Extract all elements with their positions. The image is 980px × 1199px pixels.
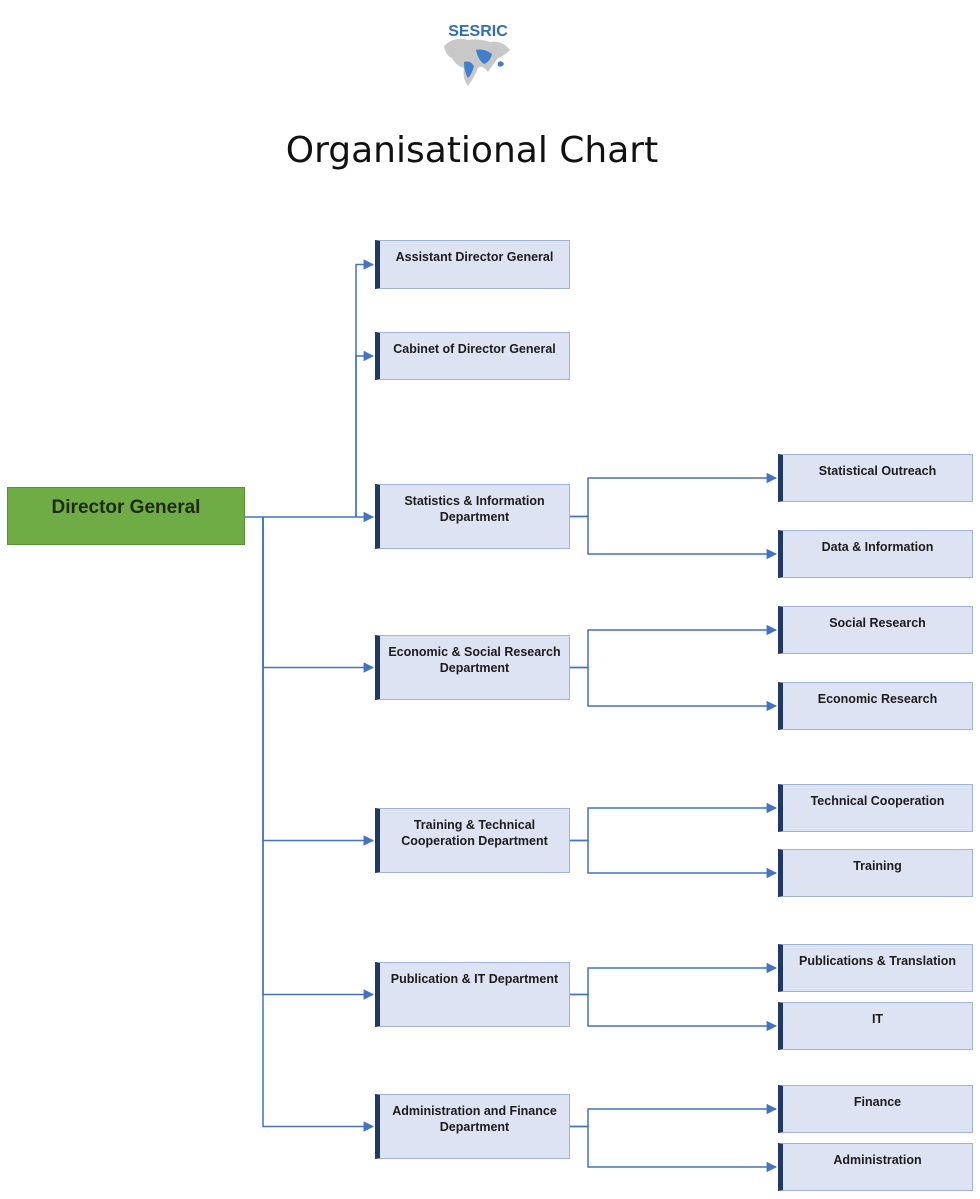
unit-economic-and-social-research-department[interactable]: Economic & Social Research Department xyxy=(375,635,570,700)
logo-text: SESRIC xyxy=(448,23,508,40)
connector-economic-research xyxy=(570,666,778,712)
sub-unit-statistical-outreach[interactable]: Statistical Outreach xyxy=(778,454,973,502)
chart-title: Organisational Chart xyxy=(285,130,659,171)
sub-unit-training[interactable]: Training xyxy=(778,849,973,897)
unit-economic-and-social-research-department-label: Economic & Social Research Department xyxy=(388,645,561,675)
unit-training-and-technical-cooperation-department-label: Training & Technical Cooperation Departm… xyxy=(401,818,548,848)
sub-unit-it-label: IT xyxy=(871,1012,884,1026)
sub-unit-it[interactable]: IT xyxy=(778,1002,973,1050)
connector-publications-and-translation xyxy=(570,962,778,996)
connector-training-and-technical-cooperation-department xyxy=(262,517,375,846)
sub-unit-publications-and-translation-label: Publications & Translation xyxy=(799,954,956,968)
sub-unit-finance-label: Finance xyxy=(853,1095,902,1109)
unit-publication-and-it-department[interactable]: Publication & IT Department xyxy=(375,962,570,1027)
sub-unit-training-label: Training xyxy=(853,859,902,873)
sub-unit-finance[interactable]: Finance xyxy=(778,1085,973,1133)
sesric-logo: SESRIC xyxy=(418,6,526,110)
unit-publication-and-it-department-label: Publication & IT Department xyxy=(390,972,559,986)
sub-unit-economic-research[interactable]: Economic Research xyxy=(778,682,973,730)
sub-unit-technical-cooperation[interactable]: Technical Cooperation xyxy=(778,784,973,832)
connector-economic-and-social-research-department xyxy=(262,517,375,673)
connector-social-research xyxy=(570,624,778,669)
connector-finance xyxy=(570,1103,778,1128)
connector-assistant-director-general xyxy=(355,259,375,517)
sub-unit-administration[interactable]: Administration xyxy=(778,1143,973,1191)
unit-cabinet-of-director-general[interactable]: Cabinet of Director General xyxy=(375,332,570,380)
sub-unit-publications-and-translation[interactable]: Publications & Translation xyxy=(778,944,973,992)
sub-unit-statistical-outreach-label: Statistical Outreach xyxy=(818,464,937,478)
connector-publication-and-it-department xyxy=(262,517,375,1000)
connector-cabinet-of-director-general xyxy=(355,350,375,517)
sub-unit-administration-label: Administration xyxy=(833,1153,922,1167)
connector-statistical-outreach xyxy=(570,472,778,518)
connector-training xyxy=(570,839,778,879)
unit-assistant-director-general[interactable]: Assistant Director General xyxy=(375,240,570,289)
connector-technical-cooperation xyxy=(570,802,778,842)
sub-unit-social-research[interactable]: Social Research xyxy=(778,606,973,654)
connector-administration-and-finance-department xyxy=(262,517,375,1132)
unit-statistics-and-information-department[interactable]: Statistics & Information Department xyxy=(375,484,570,549)
director-general-label: Director General xyxy=(51,497,201,518)
sub-unit-data-and-information[interactable]: Data & Information xyxy=(778,530,973,578)
sub-unit-social-research-label: Social Research xyxy=(829,616,926,630)
unit-administration-and-finance-department-label: Administration and Finance Department xyxy=(392,1104,557,1134)
unit-administration-and-finance-department[interactable]: Administration and Finance Department xyxy=(375,1094,570,1159)
connector-administration xyxy=(570,1125,778,1173)
sub-unit-economic-research-label: Economic Research xyxy=(817,692,938,706)
connector-it xyxy=(570,993,778,1032)
unit-statistics-and-information-department-label: Statistics & Information Department xyxy=(404,494,545,524)
unit-assistant-director-general-label: Assistant Director General xyxy=(395,250,554,264)
director-general-node[interactable]: Director General xyxy=(7,487,245,545)
unit-cabinet-of-director-general-label: Cabinet of Director General xyxy=(393,342,556,356)
unit-training-and-technical-cooperation-department[interactable]: Training & Technical Cooperation Departm… xyxy=(375,808,570,873)
connector-data-and-information xyxy=(570,515,778,560)
sub-unit-technical-cooperation-label: Technical Cooperation xyxy=(810,794,945,808)
sub-unit-data-and-information-label: Data & Information xyxy=(821,540,934,554)
